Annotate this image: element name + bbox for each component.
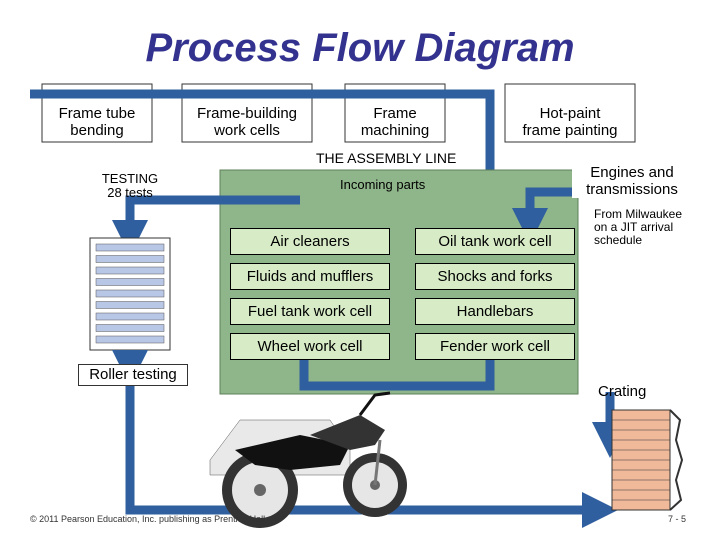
testing-flow-arrow xyxy=(112,195,300,256)
rack-bar xyxy=(95,255,165,263)
rack-bar xyxy=(95,301,165,309)
engines-transmissions-label: Engines and transmissions xyxy=(572,164,692,198)
milwaukee-note: From Milwaukee on a JIT arrival schedule xyxy=(594,207,683,247)
stage-frame-tube-bending: Frame tube bending xyxy=(58,105,136,139)
roller-testing-label: Roller testing xyxy=(78,364,188,386)
work-cell-fender: Fender work cell xyxy=(415,333,575,360)
stage-frame-building: Frame-building work cells xyxy=(196,105,298,139)
rack-bar xyxy=(95,278,165,286)
stage-box-hot-paint xyxy=(504,83,636,143)
work-cell-wheel: Wheel work cell xyxy=(230,333,390,360)
work-cell-fuel-tank: Fuel tank work cell xyxy=(230,298,390,325)
work-cell-handlebars: Handlebars xyxy=(415,298,575,325)
assembly-internal-arrow xyxy=(299,360,495,391)
work-cell-fluids-mufflers: Fluids and mufflers xyxy=(230,263,390,290)
page-title: Process Flow Diagram xyxy=(145,26,575,70)
rack-bar xyxy=(95,266,165,275)
footer-copyright: © 2011 Pearson Education, Inc. publishin… xyxy=(30,514,266,524)
top-flow-arrow xyxy=(30,89,508,208)
page-number: 7 - 5 xyxy=(668,514,687,524)
motorcycle-image xyxy=(209,391,407,528)
stage-frame-machining: Frame machining xyxy=(360,105,430,139)
testing-label: TESTING 28 tests xyxy=(101,171,159,200)
assembly-line-label: THE ASSEMBLY LINE xyxy=(316,150,457,166)
rack-bar xyxy=(95,243,165,252)
crate-icon xyxy=(611,409,684,511)
rack-bar xyxy=(95,324,165,332)
stage-hot-paint: Hot-paint frame painting xyxy=(522,105,618,139)
rack-bar xyxy=(95,312,165,321)
rack-bar xyxy=(95,335,165,344)
rack-bar xyxy=(95,289,165,298)
crating-label: Crating xyxy=(598,383,647,400)
work-cell-air-cleaners: Air cleaners xyxy=(230,228,390,255)
incoming-parts-label: Incoming parts xyxy=(340,177,426,192)
test-rack-icon xyxy=(89,237,171,351)
work-cell-shocks-forks: Shocks and forks xyxy=(415,263,575,290)
work-cell-oil-tank: Oil tank work cell xyxy=(415,228,575,255)
roller-to-crating-arrow xyxy=(125,385,618,528)
